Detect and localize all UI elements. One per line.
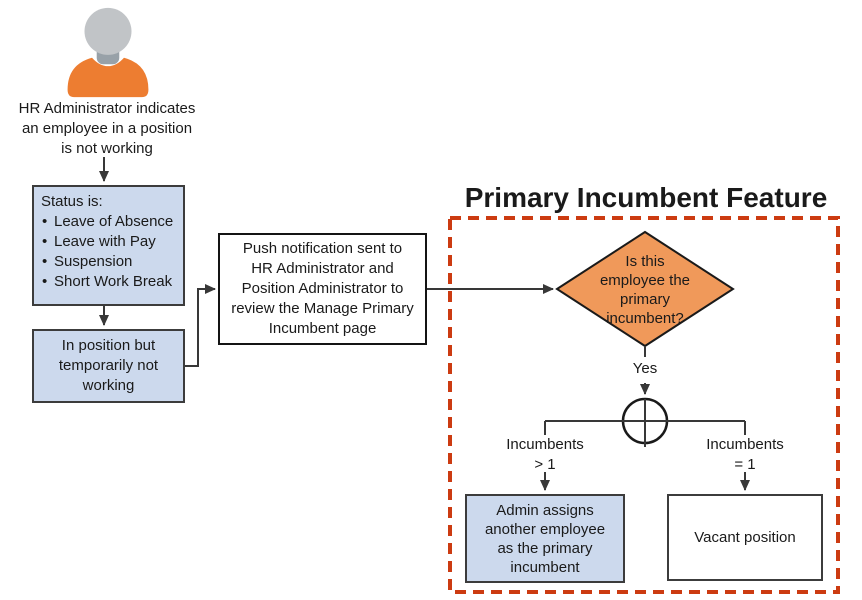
admin-assigns-line: Admin assigns: [496, 501, 594, 519]
actor-caption: HR Administrator indicates an employee i…: [8, 99, 206, 159]
status-box: Status is: Leave of Absence Leave with P…: [32, 185, 185, 306]
yes-label: Yes: [632, 360, 658, 377]
vacant-position-text: Vacant position: [694, 528, 796, 546]
status-item: Suspension: [41, 252, 181, 272]
push-box-line: Push notification sent to: [242, 240, 403, 257]
status-box-title: Status is:: [41, 193, 103, 210]
person-icon: [61, 6, 155, 100]
push-box-line: review the Manage Primary: [231, 300, 414, 317]
admin-assigns-line: another employee: [484, 520, 606, 538]
actor-caption-line: is not working: [61, 140, 153, 157]
decision-line: employee the: [599, 272, 691, 289]
left-branch-label: Incumbents > 1: [495, 435, 595, 475]
decision-line: primary: [619, 291, 670, 308]
decision-diamond: [555, 230, 735, 348]
arrow-inposition-to-push: [185, 284, 216, 367]
admin-assigns-line: as the primary: [497, 539, 593, 557]
right-branch-label: Incumbents = 1: [695, 435, 795, 475]
vacant-position-box: Vacant position: [667, 494, 823, 581]
in-position-line: In position but: [61, 337, 156, 354]
status-item: Short Work Break: [41, 272, 181, 292]
push-box-line: Position Administrator to: [241, 280, 404, 297]
left-branch-label-line: Incumbents: [506, 436, 584, 453]
right-branch-label-line: Incumbents: [706, 436, 784, 453]
person-head: [84, 7, 132, 55]
admin-assigns-box: Admin assigns another employee as the pr…: [465, 494, 625, 583]
left-branch-label-line: > 1: [534, 456, 556, 473]
in-position-line: working: [82, 377, 135, 394]
status-item: Leave with Pay: [41, 232, 181, 252]
feature-region-border: [448, 216, 840, 594]
status-list: Leave of Absence Leave with Pay Suspensi…: [41, 212, 181, 292]
decision-diamond-text: Is this employee the primary incumbent?: [558, 252, 732, 328]
person-body: [67, 57, 149, 98]
push-notification-box: Push notification sent to HR Administrat…: [218, 233, 427, 345]
person-icon-graphic: [67, 7, 149, 98]
push-box-line: HR Administrator and: [251, 260, 394, 277]
in-position-line: temporarily not: [58, 357, 159, 374]
admin-assigns-line: incumbent: [510, 558, 580, 576]
in-position-box: In position but temporarily not working: [32, 329, 185, 403]
actor-caption-line: HR Administrator indicates: [18, 100, 196, 117]
actor-caption-line: an employee in a position: [21, 120, 193, 137]
right-branch-label-line: = 1: [734, 456, 756, 473]
decision-line: Is this: [625, 253, 665, 270]
status-item: Leave of Absence: [41, 212, 181, 232]
push-box-line: Incumbent page: [268, 320, 377, 337]
feature-region-title: Primary Incumbent Feature: [464, 182, 828, 213]
decision-line: incumbent?: [606, 310, 684, 327]
